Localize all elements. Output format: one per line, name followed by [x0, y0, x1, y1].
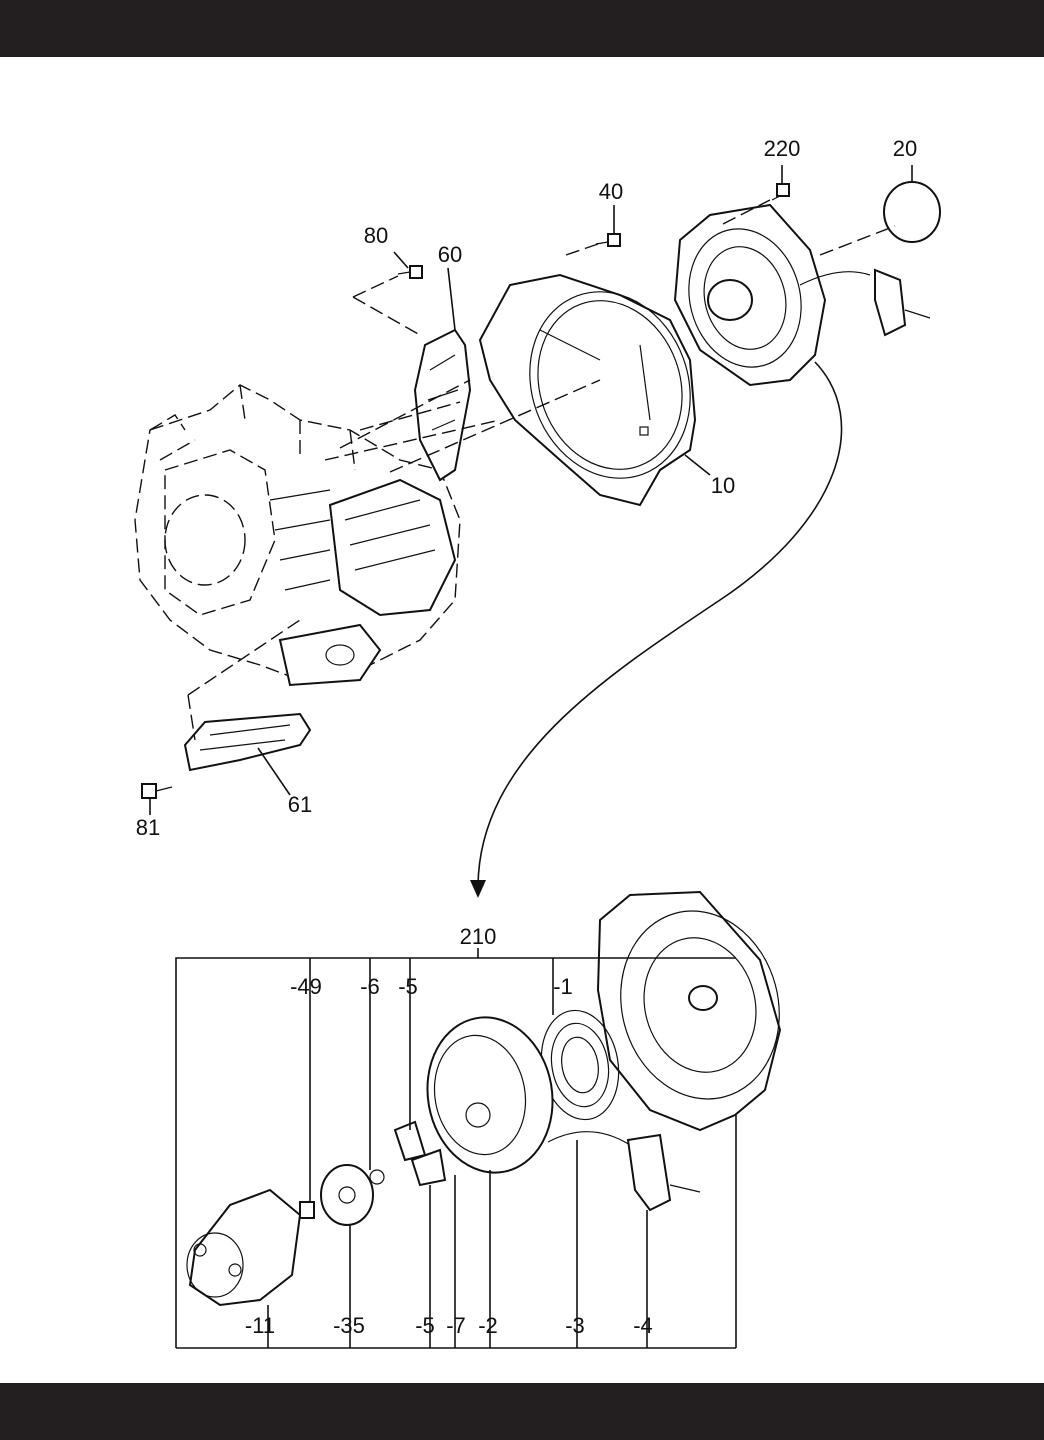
label-6: -6 — [360, 974, 380, 999]
bolt-40-icon — [595, 233, 621, 247]
bottom-plate-icon — [183, 712, 312, 772]
label-10: 10 — [711, 473, 735, 498]
label-49: -49 — [290, 974, 322, 999]
starter-rope-icon — [547, 1131, 701, 1212]
bolt-80-icon — [397, 265, 423, 279]
label-5-top: -5 — [398, 974, 418, 999]
label-11: -11 — [245, 1313, 275, 1338]
label-35: -35 — [333, 1313, 365, 1338]
label-1: -1 — [553, 974, 573, 999]
label-210: 210 — [460, 924, 497, 949]
label-80: 80 — [364, 223, 388, 248]
label-40: 40 — [599, 179, 623, 204]
label-4: -4 — [633, 1313, 653, 1338]
label-220: 220 — [764, 136, 801, 161]
label-20: 20 — [893, 136, 917, 161]
label-7: -7 — [446, 1313, 466, 1338]
footer-band — [0, 1383, 1044, 1440]
header-band — [0, 0, 1044, 57]
friction-plate-icon — [320, 1164, 385, 1226]
ratchet-icon — [393, 1120, 447, 1187]
label-2: -2 — [478, 1313, 498, 1338]
recoil-starter-icon — [673, 203, 931, 387]
label-60: 60 — [438, 242, 462, 267]
engine-block-icon — [134, 384, 461, 687]
label-81: 81 — [136, 815, 160, 840]
fan-shroud-icon — [478, 273, 697, 507]
reel-icon — [426, 1016, 554, 1174]
label-61: 61 — [288, 792, 312, 817]
pulley-icon — [186, 1188, 302, 1307]
bolt-220-icon — [771, 183, 790, 201]
starter-case-icon — [596, 890, 782, 1132]
screw-49-icon — [299, 1201, 315, 1219]
label-5-bottom: -5 — [415, 1313, 435, 1338]
starter-cap-icon — [883, 181, 941, 243]
label-3: -3 — [565, 1313, 585, 1338]
bolt-81-icon — [141, 783, 173, 799]
